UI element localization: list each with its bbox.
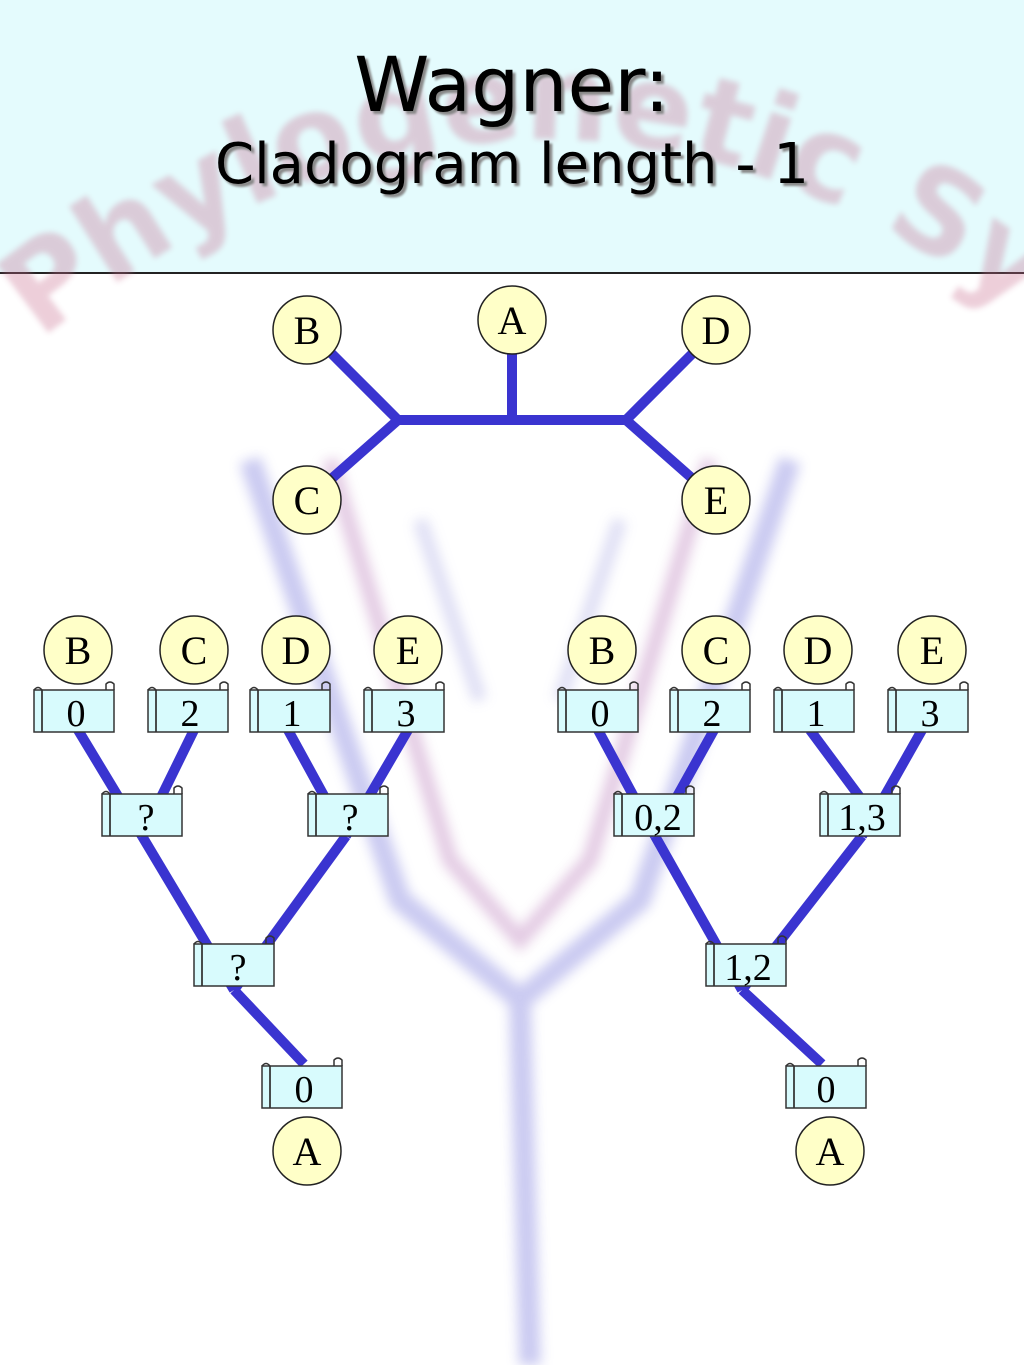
right-branches [593,727,927,1068]
left-internal-root: ? [193,935,275,989]
right-internal-de-state: 1,3 [838,797,886,839]
unrooted-label-d: D [702,308,731,353]
right-internal-root: 1,2 [705,935,787,989]
left-internal-bc-state: ? [138,797,155,839]
right-tip-b-label: B [589,628,616,673]
left-tip-b-state: 0 [67,693,86,735]
branch-d [622,348,698,424]
left-tip-c-label: C [181,628,208,673]
unrooted-label-c: C [294,478,321,523]
left-tip-d-label: D [282,628,311,673]
unrooted-tree: A B C D E [272,285,751,535]
left-tip-e-label: E [396,628,420,673]
right-tip-e-state: 3 [921,693,940,735]
right-tip-c: C 2 [669,615,751,735]
left-internal-de: ? [307,785,389,839]
left-root-a: 0 A [261,1057,343,1186]
branch-c [326,416,402,484]
right-internal-bc-state: 0,2 [634,797,682,839]
left-tip-b-label: B [65,628,92,673]
unrooted-node-e: E [681,465,751,535]
right-branch-root [738,986,826,1068]
right-tip-e: E 3 [887,615,969,735]
left-tip-c: C 2 [147,615,229,735]
page-subtitle: Cladogram length - 1 [215,132,809,197]
right-root-a-state: 0 [817,1069,836,1111]
page-title: Wagner: [354,40,670,129]
right-tip-c-state: 2 [703,693,722,735]
unrooted-label-e: E [704,478,728,523]
right-tree: B 0 C 2 D 1 E 3 [557,615,969,1186]
left-branch-root [230,986,308,1068]
left-internal-de-state: ? [342,797,359,839]
right-internal-de: 1,3 [819,785,901,839]
left-tip-d: D 1 [249,615,331,735]
left-tip-e-state: 3 [397,693,416,735]
branch-b [326,348,402,424]
left-tip-b: B 0 [33,615,115,735]
right-tip-e-label: E [920,628,944,673]
right-tip-d-state: 1 [807,693,826,735]
title-block: Wagner: Cladogram length - 1 [0,40,1024,200]
left-tip-c-state: 2 [181,693,200,735]
header-band [0,0,1024,274]
right-internal-bc: 0,2 [613,785,695,839]
right-internal-root-state: 1,2 [724,947,772,989]
right-tip-d: D 1 [773,615,855,735]
right-tip-b: B 0 [557,615,639,735]
right-tip-b-state: 0 [591,693,610,735]
unrooted-label-b: B [294,308,321,353]
unrooted-branches [326,348,698,484]
left-branches [73,727,413,1068]
unrooted-label-a: A [498,298,527,343]
left-internal-bc: ? [101,785,183,839]
unrooted-node-d: D [681,295,751,365]
right-tip-c-label: C [703,628,730,673]
unrooted-node-c: C [272,465,342,535]
right-root-a-label: A [816,1129,845,1174]
right-branch-d [805,727,867,803]
left-root-a-state: 0 [295,1069,314,1111]
left-root-a-label: A [293,1129,322,1174]
unrooted-node-a: A [477,285,547,355]
unrooted-node-b: B [272,295,342,365]
left-tip-d-state: 1 [283,693,302,735]
left-internal-root-state: ? [230,947,247,989]
right-tip-d-label: D [804,628,833,673]
left-tip-e: E 3 [363,615,445,735]
left-tree: B 0 C 2 D 1 E 3 [33,615,445,1186]
branch-e [622,416,698,484]
right-root-a: 0 A [785,1057,867,1186]
